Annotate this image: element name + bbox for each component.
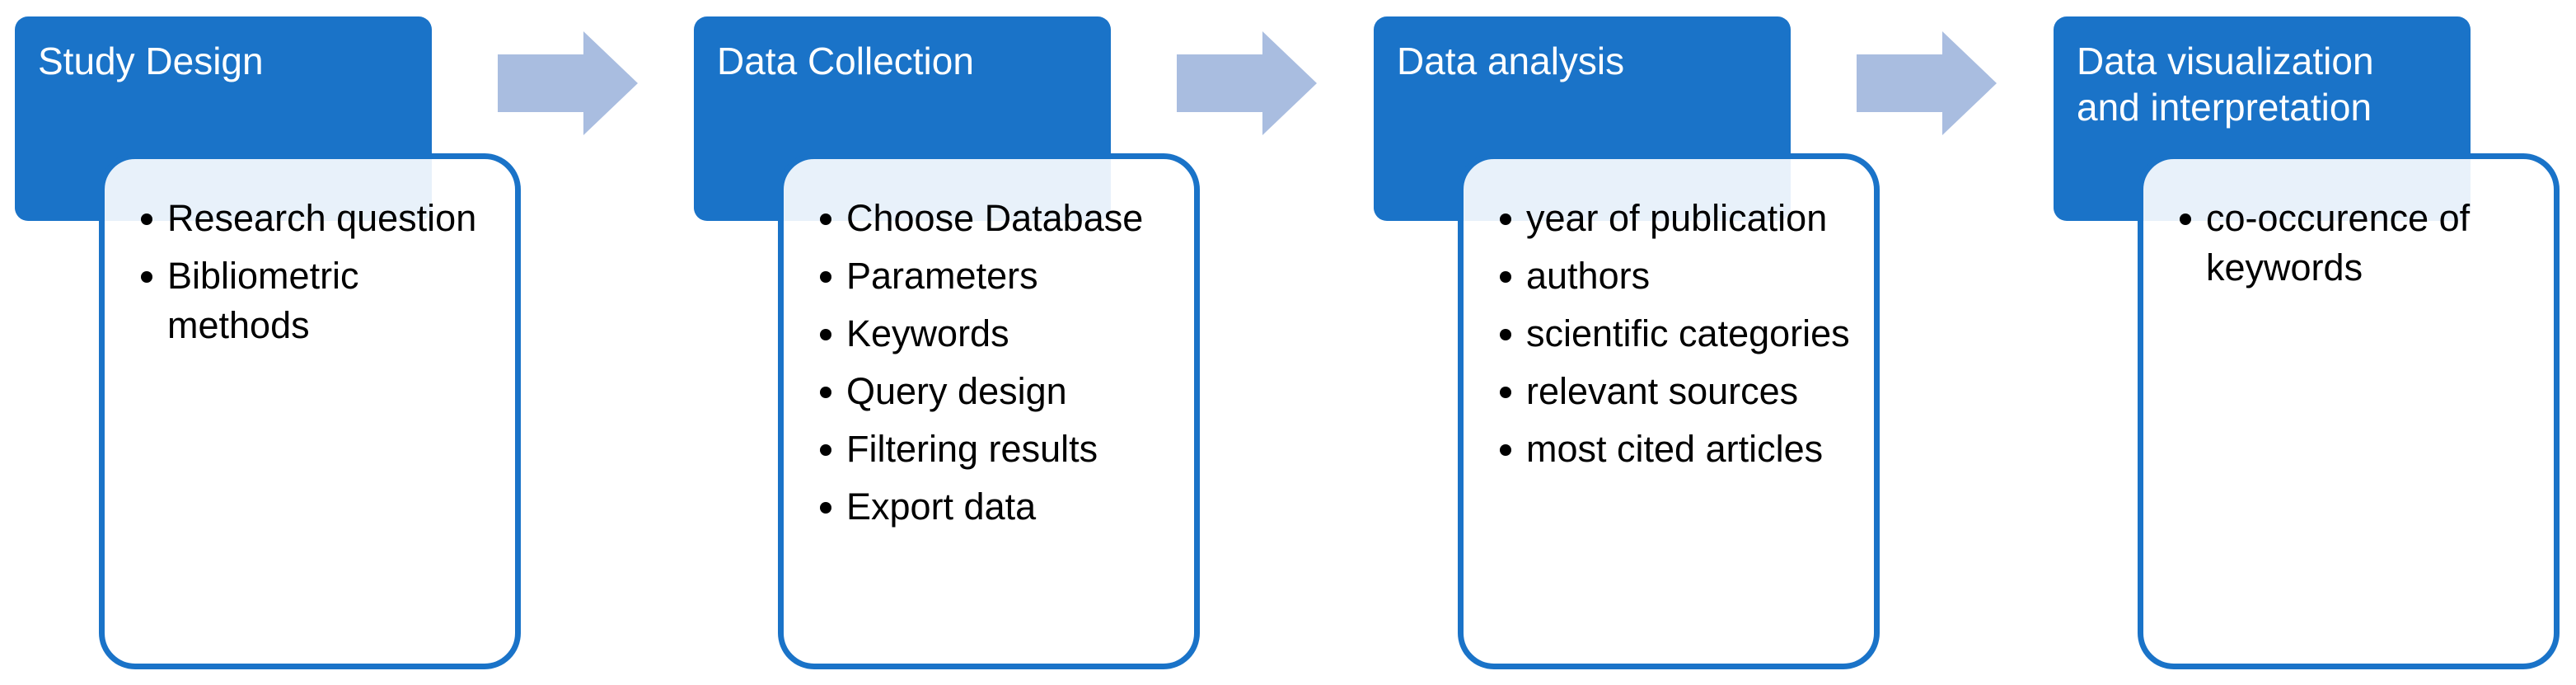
stage-card: year of publication authors scientific c…	[1458, 153, 1880, 669]
right-arrow-icon	[1857, 31, 1997, 135]
list-item: Filtering results	[820, 425, 1181, 474]
stage-card: co-occurence of keywords	[2138, 153, 2560, 669]
list-item: co-occurence of keywords	[2180, 194, 2541, 293]
stage-card: Choose Database Parameters Keywords Quer…	[778, 153, 1200, 669]
list-item: authors	[1500, 251, 1861, 301]
list-item: Research question	[141, 194, 502, 243]
bullet-list: Choose Database Parameters Keywords Quer…	[820, 194, 1181, 532]
stage-data-collection: Data Collection Choose Database Paramete…	[694, 16, 1205, 671]
list-item: Parameters	[820, 251, 1181, 301]
list-item: most cited articles	[1500, 425, 1861, 474]
list-item: Bibliometric methods	[141, 251, 502, 350]
list-item: relevant sources	[1500, 367, 1861, 416]
list-item: scientific categories	[1500, 309, 1861, 359]
bullet-list: Research question Bibliometric methods	[141, 194, 502, 350]
stage-data-analysis: Data analysis year of publication author…	[1374, 16, 1885, 671]
stage-header: Data analysis	[1374, 16, 1791, 221]
right-arrow-icon	[1177, 31, 1317, 135]
right-arrow-icon	[498, 31, 638, 135]
stage-card: Research question Bibliometric methods	[99, 153, 521, 669]
list-item: Query design	[820, 367, 1181, 416]
bullet-list: year of publication authors scientific c…	[1500, 194, 1861, 474]
stage-data-visualization: Data visualization and interpretation co…	[2054, 16, 2564, 671]
list-item: Keywords	[820, 309, 1181, 359]
stage-study-design: Study Design Research question Bibliomet…	[15, 16, 526, 671]
list-item: year of publication	[1500, 194, 1861, 243]
list-item: Export data	[820, 482, 1181, 532]
list-item: Choose Database	[820, 194, 1181, 243]
bullet-list: co-occurence of keywords	[2180, 194, 2541, 293]
